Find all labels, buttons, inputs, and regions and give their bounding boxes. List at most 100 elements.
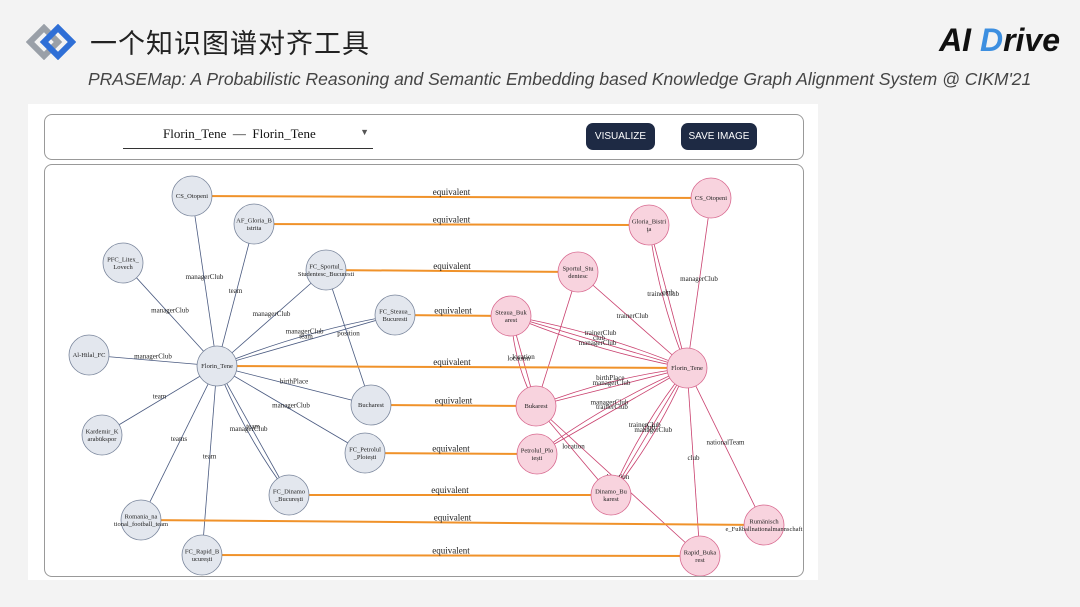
right-edge-3	[535, 271, 579, 407]
left-edge-2	[122, 262, 218, 367]
left-edge-label-1: team	[229, 287, 243, 295]
left-node-circle[interactable]	[305, 249, 347, 291]
right-node-R3[interactable]: Steaua_Bukarest	[490, 295, 532, 337]
left-edge-label-14: team	[203, 453, 217, 461]
entity-pair-select[interactable]: Florin_Tene — Florin_Tene ▼	[123, 122, 373, 149]
left-node-L11[interactable]: Romania_national_football_team	[114, 499, 168, 541]
right-node-circle[interactable]	[490, 295, 532, 337]
left-edge-label-5: team	[299, 333, 313, 341]
right-node-R5[interactable]: Bukarest	[515, 385, 557, 427]
right-edge-label-0: managerClub	[680, 275, 718, 283]
left-node-circle[interactable]	[81, 414, 123, 456]
left-node-circle[interactable]	[196, 345, 238, 387]
left-node-L0[interactable]: CS_Otopeni	[171, 175, 213, 217]
right-node-label: karest	[603, 496, 619, 503]
right-edge-5	[510, 315, 688, 369]
left-node-L3[interactable]: FC_Sportul_Studentesc_Bucuresti	[298, 249, 355, 291]
right-node-circle[interactable]	[590, 474, 632, 516]
right-node-circle[interactable]	[628, 204, 670, 246]
logo-diamond-icon	[26, 24, 76, 60]
save-image-button[interactable]: SAVE IMAGE	[681, 123, 757, 150]
right-node-R2[interactable]: Sportul_Studentesc	[557, 251, 599, 293]
left-edge-label-10: managerClub	[272, 402, 310, 410]
left-edge-label-12: managerClub	[230, 425, 268, 433]
right-node-circle[interactable]	[690, 177, 732, 219]
left-node-circle[interactable]	[102, 242, 144, 284]
equivalent-edge-5	[370, 404, 537, 407]
left-node-L12[interactable]: FC_Rapid_București	[181, 534, 223, 576]
right-node-label: Bukarest	[524, 403, 547, 410]
left-node-label: _București	[274, 496, 303, 503]
right-edge-label-13: club	[643, 424, 656, 432]
equivalent-edge-label-2: equivalent	[433, 261, 471, 271]
left-node-circle[interactable]	[181, 534, 223, 576]
right-edge-label-12: managerClub	[591, 399, 629, 407]
equivalent-edge-label-8: equivalent	[434, 513, 472, 523]
right-edge-label-10: birthPlace	[596, 374, 624, 382]
equivalent-edge-6	[364, 452, 538, 455]
right-edge-label-8: location	[507, 354, 530, 362]
left-node-circle[interactable]	[268, 474, 310, 516]
left-node-circle[interactable]	[171, 175, 213, 217]
right-node-circle[interactable]	[515, 385, 557, 427]
brand-d: D	[979, 22, 1004, 58]
left-node-L5[interactable]: Al-Hilal_FC	[68, 334, 110, 376]
right-node-R6[interactable]: Petrolul_Ploiești	[516, 433, 558, 475]
right-node-label: ţa	[647, 226, 652, 233]
left-node-circle[interactable]	[374, 294, 416, 336]
left-node-L4[interactable]: FC_Steaua_Bucuresti	[374, 294, 416, 336]
right-node-R9[interactable]: Rapid_Bukarest	[679, 535, 721, 576]
right-node-R0[interactable]: CS_Otopeni	[690, 177, 732, 219]
left-node-label: ucurești	[192, 556, 213, 563]
right-node-label: Florin_Tene	[671, 365, 703, 372]
page-title: 一个知识图谱对齐工具	[90, 29, 370, 60]
right-node-circle[interactable]	[743, 504, 785, 546]
left-node-circle[interactable]	[233, 203, 275, 245]
equivalent-edge-label-3: equivalent	[434, 306, 472, 316]
entity-pair-value: Florin_Tene — Florin_Tene	[163, 126, 316, 141]
right-node-R4[interactable]: Florin_Tene	[666, 347, 708, 389]
chevron-down-icon[interactable]: ▼	[360, 127, 369, 137]
left-node-circle[interactable]	[68, 334, 110, 376]
right-node-circle[interactable]	[557, 251, 599, 293]
right-node-label: Dinamo_Bu	[595, 488, 628, 495]
right-edge-0	[686, 197, 712, 369]
equivalent-edge-9	[201, 554, 701, 557]
right-edge-16	[686, 367, 765, 526]
right-node-circle[interactable]	[516, 433, 558, 475]
left-node-label: Al-Hilal_FC	[73, 352, 106, 359]
equivalent-edge-8	[140, 519, 765, 526]
left-node-circle[interactable]	[350, 384, 392, 426]
right-edge-label-11: trainerClub	[596, 403, 628, 411]
right-node-label: iești	[532, 455, 543, 462]
left-node-circle[interactable]	[120, 499, 162, 541]
equivalent-edge-label-4: equivalent	[433, 357, 471, 367]
left-node-L7[interactable]: Bucharest	[350, 384, 392, 426]
left-edge-13	[140, 365, 218, 521]
right-node-circle[interactable]	[666, 347, 708, 389]
right-edge-label-7: location	[512, 353, 535, 361]
left-node-L2[interactable]: PFC_Litex_Lovech	[102, 242, 144, 284]
right-node-label: e_Fußballnationalmannschaft	[726, 526, 803, 533]
right-node-R7[interactable]: Dinamo_Bukarest	[590, 474, 632, 516]
left-node-circle[interactable]	[344, 432, 386, 474]
equivalent-edge-label-1: equivalent	[433, 215, 471, 225]
left-node-L10[interactable]: FC_Dinamo_București	[268, 474, 310, 516]
right-node-circle[interactable]	[679, 535, 721, 576]
left-node-L6[interactable]: Florin_Tene	[196, 345, 238, 387]
left-edge-label-2: managerClub	[151, 307, 189, 315]
right-node-label: Gloria_Bistri	[632, 218, 666, 225]
left-node-L9[interactable]: FC_Petrolul_Ploiești	[344, 432, 386, 474]
page-subtitle: PRASEMap: A Probabilistic Reasoning and …	[88, 69, 1032, 89]
right-node-label: Sportul_Stu	[562, 265, 594, 272]
right-node-label: Steaua_Buk	[495, 309, 527, 316]
visualize-button[interactable]: VISUALIZE	[586, 123, 655, 150]
equivalent-edge-0	[191, 195, 712, 199]
left-node-label: FC_Sportul_	[309, 263, 343, 270]
left-edge-11	[216, 365, 290, 496]
